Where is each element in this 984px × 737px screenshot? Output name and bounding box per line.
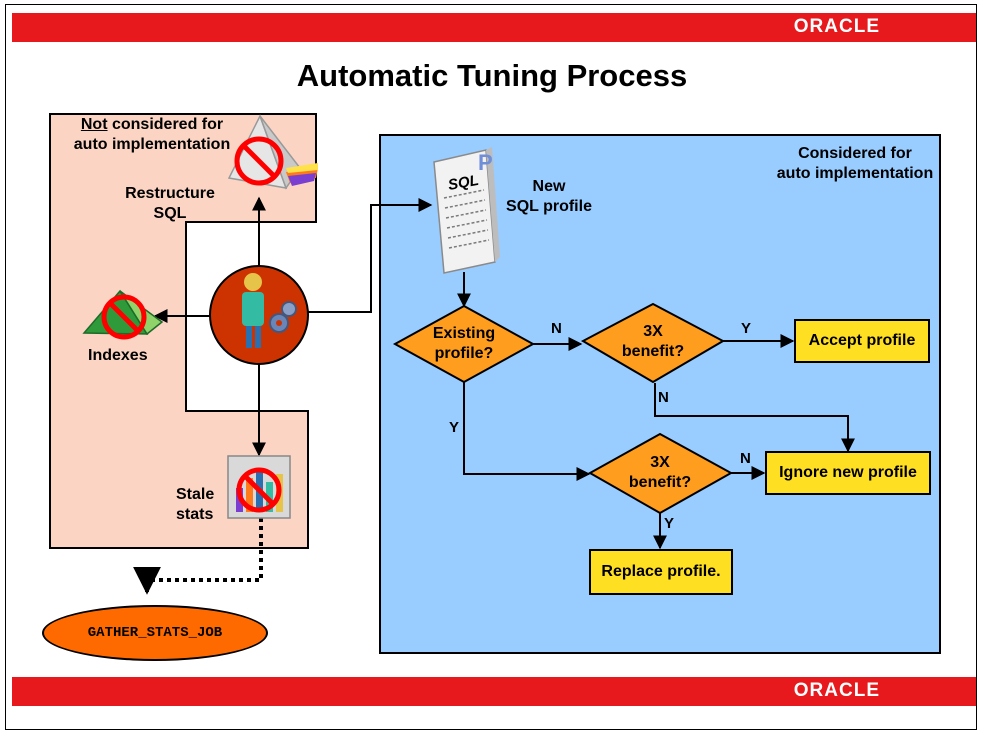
not-considered-rest: considered for <box>107 116 224 133</box>
restructure-line1: Restructure <box>125 185 215 202</box>
advisor-to-profile-arrow <box>308 198 433 313</box>
stale-line2: stats <box>176 506 214 523</box>
benefit1-line2: benefit? <box>621 343 685 360</box>
replace-profile-box: Replace profile. <box>589 549 733 595</box>
oracle-logo-footer: ORACLE <box>793 680 880 701</box>
doc-sql-label: SQL <box>447 172 480 194</box>
new-line2: SQL profile <box>506 198 592 215</box>
existing-line2: profile? <box>434 345 494 362</box>
ignore-new-profile-box: Ignore new profile <box>765 451 931 495</box>
no-label-existing: N <box>551 320 562 337</box>
prohibited-icon-stats <box>236 467 282 513</box>
footer-band: ORACLE <box>12 677 976 706</box>
benefit2-line2: benefit? <box>628 474 692 491</box>
yes-label-existing: Y <box>449 419 460 436</box>
slide-title: Automatic Tuning Process <box>296 58 688 93</box>
yes-label-benefit1: Y <box>741 320 752 337</box>
not-word: Not <box>80 116 108 133</box>
restructure-line2: SQL <box>153 205 187 222</box>
considered-line1: Considered for <box>798 145 912 162</box>
oracle-logo: ORACLE <box>793 16 880 37</box>
existing-to-benefit2-arrow <box>463 382 591 481</box>
considered-line2: auto implementation <box>776 165 934 182</box>
benefit-decision-2 <box>587 432 734 515</box>
restructure-sql-label: Restructure SQL <box>106 184 234 224</box>
not-considered-caption: Not considered for auto implementation <box>52 115 252 155</box>
not-considered-panel <box>49 113 317 549</box>
stale-line1: Stale <box>176 486 215 503</box>
header-band: ORACLE <box>12 13 976 42</box>
yes-label-benefit2: Y <box>664 515 675 532</box>
benefit-decision-1 <box>580 302 726 384</box>
gather-stats-job-oval: GATHER_STATS_JOB <box>42 605 268 661</box>
benefit1-to-ignore-arrow <box>654 383 855 453</box>
new-line1: New <box>532 178 566 195</box>
doc-profile-badge: P <box>478 150 493 175</box>
prohibited-icon <box>234 136 284 186</box>
benefit2-line1: 3X <box>650 454 670 471</box>
new-sql-profile-label: New SQL profile <box>494 177 604 217</box>
existing-profile-text: Existing profile? <box>414 324 514 364</box>
existing-profile-decision <box>392 304 536 384</box>
existing-line1: Existing <box>432 325 496 342</box>
stale-stats-label: Stale stats <box>176 485 214 525</box>
considered-caption: Considered for auto implementation <box>742 144 968 184</box>
accept-profile-box: Accept profile <box>794 319 930 363</box>
sql-profile-document-icon: SQL P <box>433 147 500 274</box>
benefit1-text: 3X benefit? <box>603 322 703 362</box>
prohibited-icon-indexes <box>101 294 147 340</box>
indexes-label: Indexes <box>88 347 148 364</box>
no-label-benefit1: N <box>658 389 669 406</box>
benefit2-text: 3X benefit? <box>610 453 710 493</box>
no-label-benefit2: N <box>740 450 751 467</box>
benefit1-line1: 3X <box>643 323 663 340</box>
not-considered-line2: auto implementation <box>73 136 231 153</box>
advisor-icon <box>209 265 309 365</box>
